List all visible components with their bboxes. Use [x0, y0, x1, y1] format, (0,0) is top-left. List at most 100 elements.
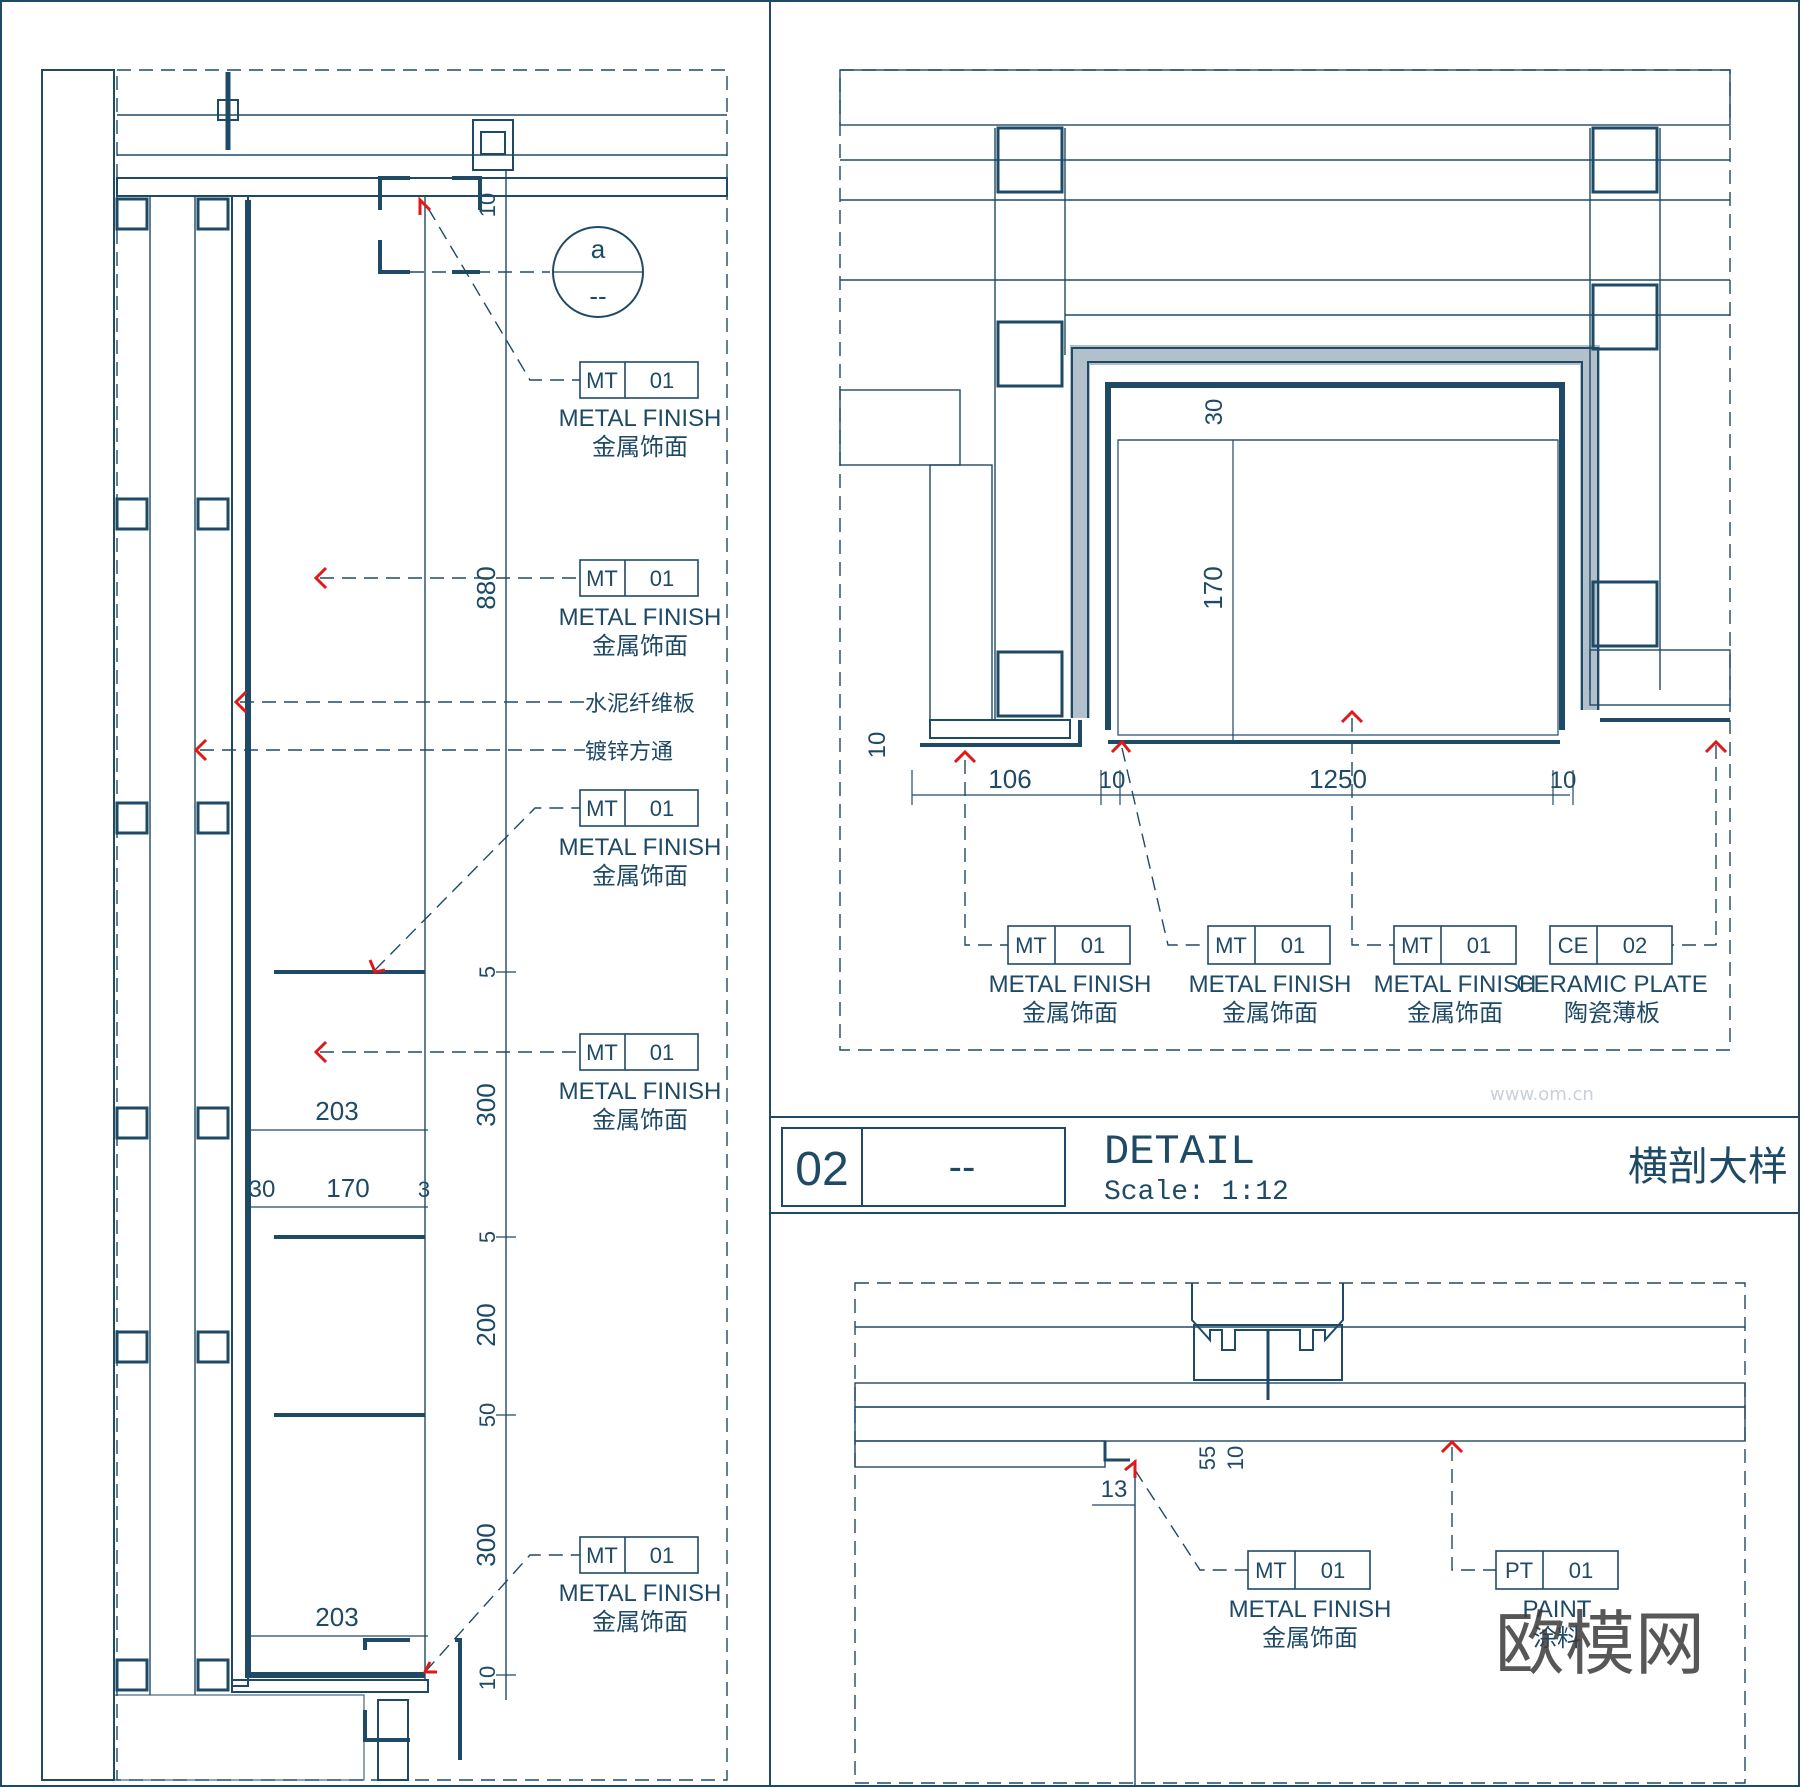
note-galv-tube: 镀锌方通 [585, 740, 673, 765]
dim-170-tr: 170 [1198, 566, 1228, 609]
tag-mt01-1: MT 01 METAL FINISH 金属饰面 [559, 361, 722, 461]
detail-ref: -- [949, 1145, 976, 1189]
tag-mt01-tr3: MT 01 METAL FINISH 金属饰面 [1374, 925, 1537, 1027]
tag-cn: 金属饰面 [1022, 999, 1118, 1027]
tag-code: MT [586, 1543, 618, 1568]
bottom-right-section: 13 55 10 MT 01 METAL FINISH 金属饰面 PT 01 P… [854, 1282, 1746, 1787]
dim-203-a: 203 [315, 1096, 358, 1126]
title-block: 02 -- DETAIL Scale: 1:12 横剖大样 [781, 1127, 1788, 1208]
top-right-section: 106 10 1250 10 10 30 170 MT 01 METAL [839, 69, 1731, 1051]
tag-code: CE [1558, 933, 1589, 958]
tag-pt01-br: PT 01 PAINT 涂料 [1495, 1550, 1619, 1652]
dim-300-a: 300 [471, 1083, 501, 1126]
tag-cn: 金属饰面 [592, 433, 688, 461]
dim-13: 13 [1101, 1476, 1128, 1503]
tag-en: METAL FINISH [1189, 971, 1352, 998]
tag-num: 01 [650, 1040, 674, 1065]
square-tubes-top-right [996, 126, 1659, 718]
dim-170: 170 [326, 1173, 369, 1203]
tag-en: METAL FINISH [559, 604, 722, 631]
tag-en: METAL FINISH [559, 1580, 722, 1607]
dim-55: 55 [1195, 1446, 1220, 1470]
tag-num: 01 [1281, 933, 1305, 958]
dim-200: 200 [471, 1303, 501, 1346]
callout-bubble-bottom: -- [589, 281, 606, 311]
watermark-logo: 欧模网 [1495, 1603, 1705, 1685]
tag-mt01-2: MT 01 METAL FINISH 金属饰面 [559, 559, 722, 660]
dim-106: 106 [988, 764, 1031, 794]
tag-cn: 金属饰面 [1407, 999, 1503, 1027]
tag-cn: 涂料 [1533, 1624, 1581, 1652]
detail-title: DETAIL [1104, 1128, 1255, 1176]
dim-10-left: 10 [864, 732, 891, 759]
dim-10-b: 10 [1550, 767, 1577, 794]
detail-number: 02 [795, 1143, 848, 1196]
dim-10-bot: 10 [475, 1666, 500, 1690]
tag-en: METAL FINISH [1229, 1596, 1392, 1623]
tag-code: MT [586, 566, 618, 591]
left-section: a -- MT [41, 69, 728, 1781]
leaders-left [200, 207, 585, 1673]
dim-10-top: 10 [475, 193, 500, 217]
dim-30-tr: 30 [1201, 399, 1228, 426]
tag-cn: 金属饰面 [1222, 999, 1318, 1027]
note-cement-board: 水泥纤维板 [585, 692, 695, 717]
tag-num: 01 [650, 1543, 674, 1568]
detail-cn-title: 横剖大样 [1628, 1144, 1788, 1190]
tag-num: 01 [650, 368, 674, 393]
tag-en: METAL FINISH [559, 834, 722, 861]
tag-en: PAINT [1523, 1596, 1592, 1623]
dim-30: 30 [249, 1176, 276, 1203]
tag-num: 01 [650, 566, 674, 591]
tag-ce02: CE 02 CERAMIC PLATE 陶瓷薄板 [1516, 925, 1708, 1027]
tag-code: PT [1505, 1558, 1533, 1583]
tag-num: 02 [1623, 933, 1647, 958]
red-markers-left [193, 196, 437, 1674]
tag-cn: 金属饰面 [592, 1106, 688, 1134]
dim-880: 880 [471, 566, 501, 609]
tag-en: METAL FINISH [1374, 971, 1537, 998]
dim-1250: 1250 [1309, 764, 1367, 794]
callout-bubble-top: a [591, 234, 606, 264]
tag-list-left: MT 01 METAL FINISH 金属饰面 MT 01 METAL FINI… [559, 361, 722, 1636]
tag-mt01-br: MT 01 METAL FINISH 金属饰面 [1229, 1550, 1392, 1652]
tag-code: MT [1255, 1558, 1287, 1583]
tag-code: MT [586, 368, 618, 393]
watermark-site: www.om.cn [1490, 1084, 1594, 1105]
tag-num: 01 [1467, 933, 1491, 958]
leaders-top-right [964, 718, 1717, 946]
tag-code: MT [586, 796, 618, 821]
tag-cn: 金属饰面 [592, 632, 688, 660]
tag-code: MT [1401, 933, 1433, 958]
tag-num: 01 [650, 796, 674, 821]
dim-5-b: 5 [475, 1231, 500, 1243]
dimensions-left: 10 880 5 300 5 200 50 300 10 203 30 170 … [248, 193, 501, 1690]
tag-en: CERAMIC PLATE [1516, 971, 1708, 998]
tag-num: 01 [1569, 1558, 1593, 1583]
tag-code: MT [586, 1040, 618, 1065]
tag-mt01-3: MT 01 METAL FINISH 金属饰面 [559, 789, 722, 890]
detail-scale: Scale: 1:12 [1104, 1177, 1289, 1208]
dim-50: 50 [475, 1403, 500, 1427]
tag-cn: 陶瓷薄板 [1564, 999, 1660, 1027]
tag-en: METAL FINISH [989, 971, 1152, 998]
tag-mt01-5: MT 01 METAL FINISH 金属饰面 [559, 1536, 722, 1636]
tag-cn: 金属饰面 [1262, 1624, 1358, 1652]
tag-list-top-right: MT 01 METAL FINISH 金属饰面 MT 01 METAL FINI… [989, 925, 1708, 1027]
tag-code: MT [1215, 933, 1247, 958]
tag-en: METAL FINISH [559, 405, 722, 432]
tag-num: 01 [1321, 1558, 1345, 1583]
dim-203-b: 203 [315, 1602, 358, 1632]
tag-mt01-tr2: MT 01 METAL FINISH 金属饰面 [1189, 925, 1352, 1027]
tag-num: 01 [1081, 933, 1105, 958]
square-tubes-left [115, 197, 230, 1692]
tag-code: MT [1015, 933, 1047, 958]
dim-10-br: 10 [1223, 1446, 1248, 1470]
dim-10-a: 10 [1099, 767, 1126, 794]
tag-mt01-tr1: MT 01 METAL FINISH 金属饰面 [989, 925, 1152, 1027]
tag-en: METAL FINISH [559, 1078, 722, 1105]
tag-cn: 金属饰面 [592, 862, 688, 890]
